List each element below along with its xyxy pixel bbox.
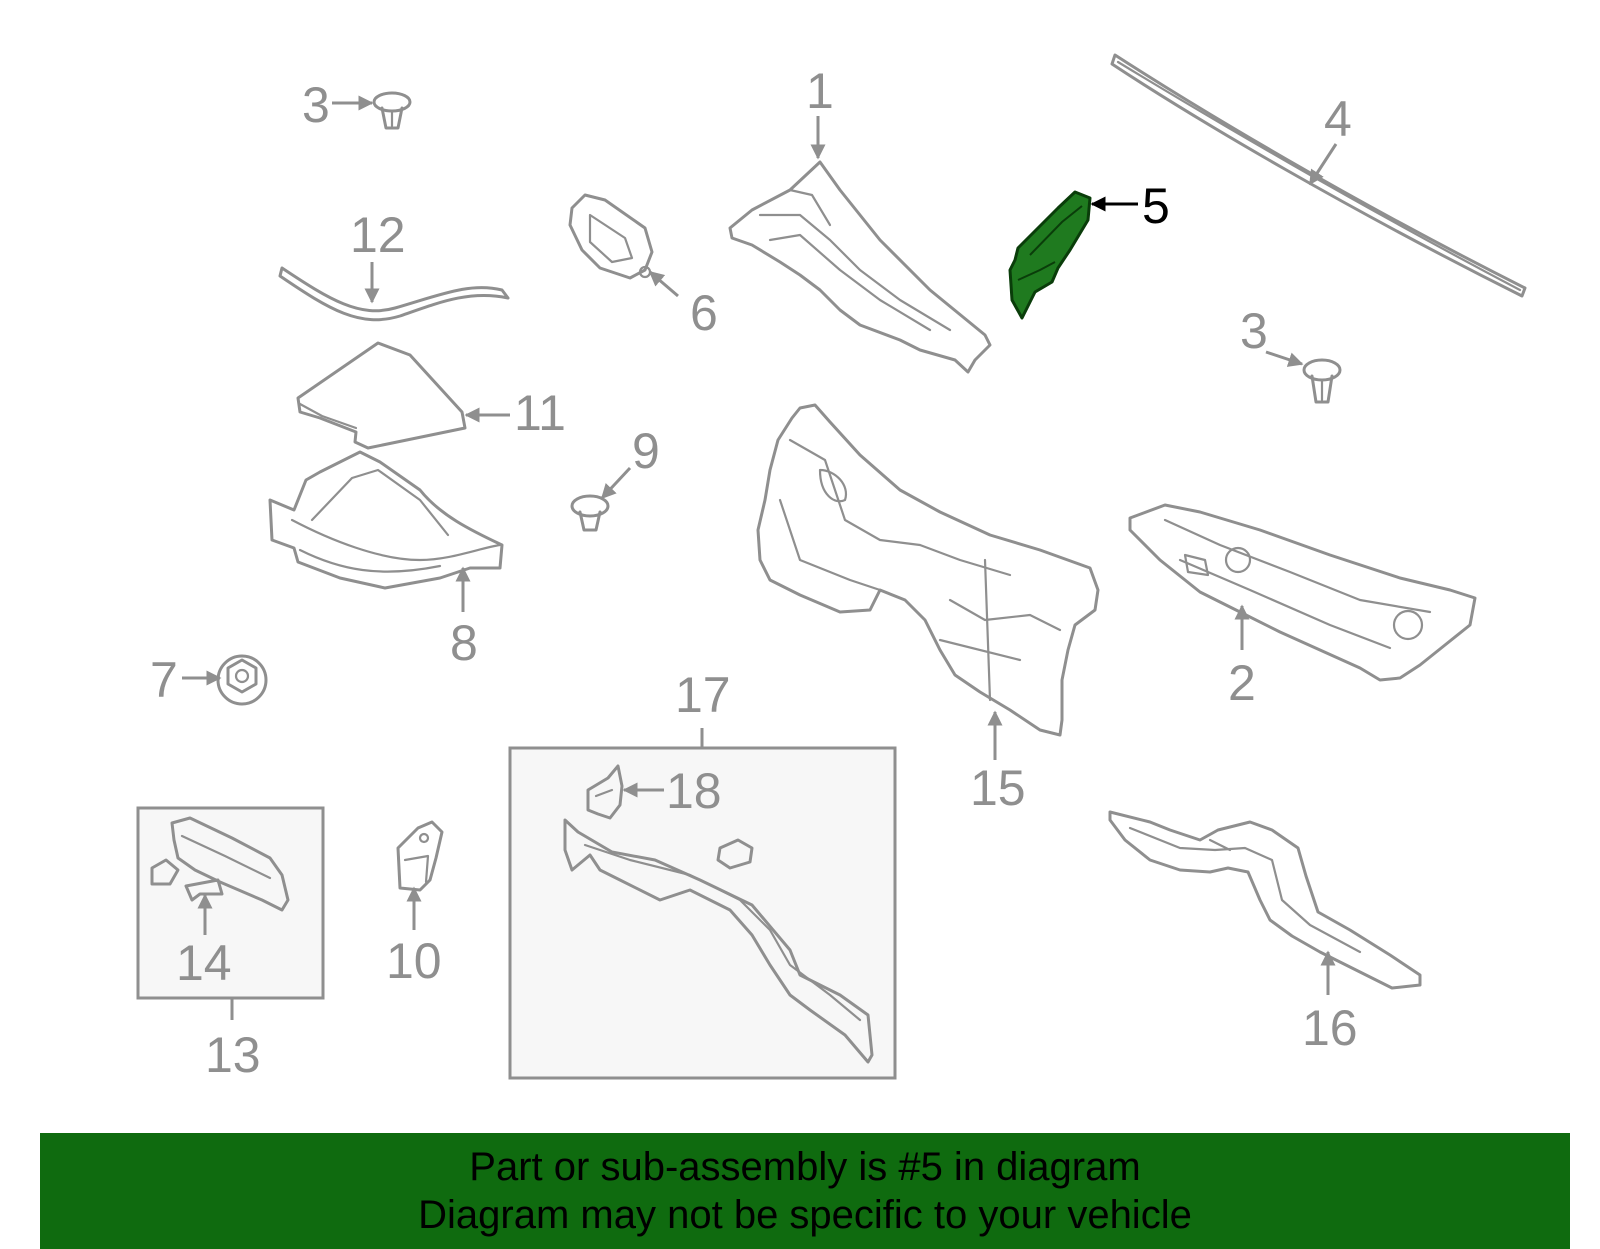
part-15-dash-panel[interactable]	[756, 403, 1100, 737]
part-4-molding[interactable]	[1110, 53, 1527, 298]
leader-6	[648, 270, 679, 298]
leader-4	[1308, 143, 1338, 186]
part-2-cowl-lower[interactable]	[1128, 503, 1477, 682]
callout-6: 6	[690, 285, 718, 341]
part-13-assembly[interactable]	[150, 816, 290, 912]
callout-18: 18	[666, 763, 722, 819]
callout-1: 1	[806, 63, 834, 119]
part-6-bracket[interactable]	[568, 193, 654, 280]
part-3-clip-left[interactable]	[372, 91, 412, 130]
part-5-highlighted[interactable]	[1008, 190, 1092, 320]
part-5-shape[interactable]	[1008, 190, 1092, 320]
part-12-seal[interactable]	[278, 266, 510, 322]
callout-15: 15	[970, 760, 1026, 816]
callout-2: 2	[1228, 655, 1256, 711]
callout-14: 14	[176, 935, 232, 991]
callout-13: 13	[205, 1027, 261, 1083]
banner-line-1: Part or sub-assembly is #5 in diagram	[469, 1145, 1141, 1189]
part-9-clip[interactable]	[570, 494, 610, 532]
callout-12: 12	[350, 207, 406, 263]
callout-4: 4	[1324, 91, 1352, 147]
callout-7: 7	[150, 652, 178, 708]
callout-10: 10	[386, 933, 442, 989]
leader-9	[600, 466, 632, 500]
callout-16: 16	[1302, 1000, 1358, 1056]
banner-line-2: Diagram may not be specific to your vehi…	[418, 1193, 1192, 1237]
leader-3b	[1265, 350, 1304, 367]
subassembly-box-13	[136, 806, 325, 1000]
part-16-member[interactable]	[1108, 810, 1422, 990]
part-17-member[interactable]	[563, 818, 874, 1064]
part-11-cover[interactable]	[296, 341, 467, 450]
callout-8: 8	[450, 615, 478, 671]
subassembly-box-17	[508, 746, 897, 1080]
callout-3a: 3	[302, 77, 330, 133]
part-1-cowl-panel[interactable]	[728, 160, 992, 374]
callout-11: 11	[514, 385, 566, 441]
callout-5: 5	[1142, 178, 1170, 234]
part-3-clip-right[interactable]	[1302, 358, 1342, 404]
part-18-bracket[interactable]	[586, 764, 624, 820]
callout-9: 9	[632, 423, 660, 479]
callout-17: 17	[675, 667, 731, 723]
callout-3b: 3	[1240, 303, 1268, 359]
part-8-tray[interactable]	[268, 450, 504, 590]
part-10-bracket[interactable]	[396, 820, 444, 892]
part-7-nut[interactable]	[216, 654, 268, 706]
info-banner: Part or sub-assembly is #5 in diagram Di…	[40, 1133, 1570, 1249]
